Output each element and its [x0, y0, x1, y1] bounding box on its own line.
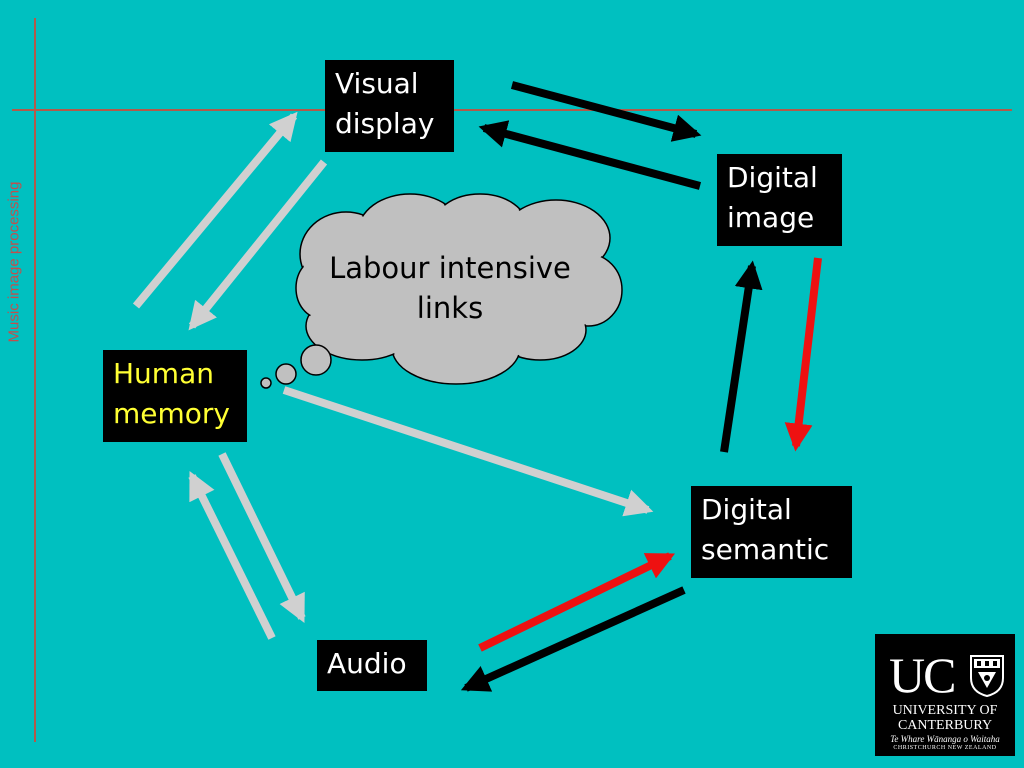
logo-line-4: CHRISTCHURCH NEW ZEALAND [893, 745, 997, 751]
logo-initials: UC [889, 647, 956, 703]
arrow-image-to-semantic [784, 257, 822, 452]
arrow-audio-to-semantic [478, 552, 676, 652]
left-rule-line [34, 18, 36, 742]
arrow-memory-to-display [132, 111, 298, 309]
thought-bubbles [260, 344, 332, 389]
node-human-memory: Human memory [103, 350, 247, 442]
node-audio: Audio [317, 640, 427, 691]
crest-icon [970, 655, 1004, 698]
university-logo: UC UNIVERSITY OF CANTERBURY Te Whare Wān… [875, 634, 1015, 756]
logo-line-2: CANTERBURY [897, 718, 993, 733]
node-visual-display: Visual display [325, 60, 454, 152]
arrow-memory-to-audio [218, 452, 306, 624]
node-digital-semantic: Digital semantic [691, 486, 852, 578]
arrow-display-to-memory [188, 159, 328, 331]
node-digital-image: Digital image [717, 154, 842, 246]
cloud-label: Labour intensive links [329, 251, 571, 325]
arrow-semantic-to-image [720, 260, 763, 453]
arrow-display-to-image [510, 81, 702, 142]
logo-line-1: UNIVERSITY OF [892, 703, 998, 718]
arrow-memory-to-semantic [282, 386, 654, 517]
logo-line-3: Te Whare Wānanga o Waitaha [890, 734, 1000, 744]
arrow-audio-to-memory [188, 470, 276, 640]
arrow-semantic-to-audio [460, 586, 686, 692]
arrow-image-to-display [478, 120, 702, 190]
top-rule-line [12, 109, 1012, 111]
